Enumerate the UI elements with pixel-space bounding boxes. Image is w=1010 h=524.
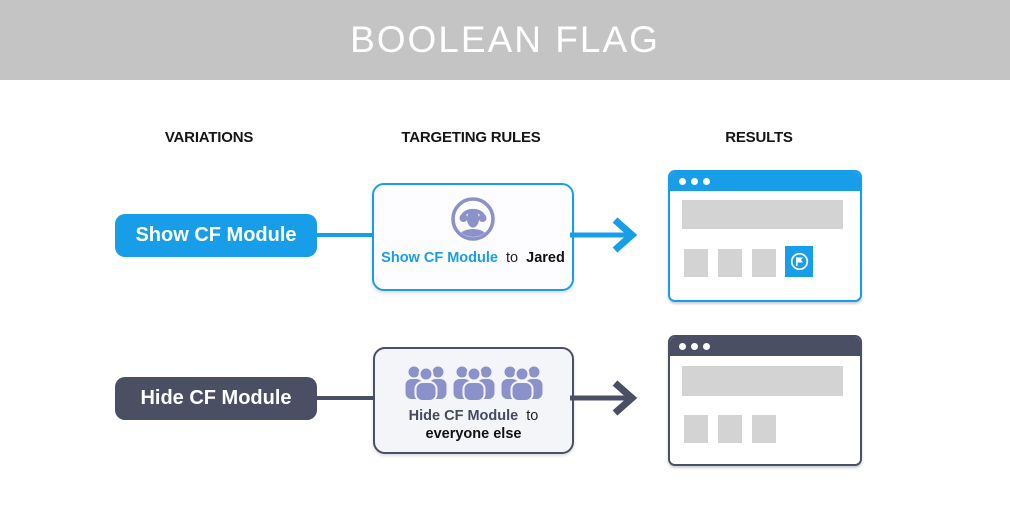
variation-pill-show: Show CF Module bbox=[115, 214, 317, 257]
user-circle-icon bbox=[451, 197, 495, 241]
window-dot-icon bbox=[691, 343, 698, 350]
content-placeholder-square bbox=[718, 249, 742, 277]
connector-line-hide bbox=[316, 396, 374, 400]
browser-window-hide-result bbox=[668, 335, 862, 466]
arrow-right-icon bbox=[570, 380, 638, 416]
cf-module-tile bbox=[785, 246, 813, 277]
connector-line-show bbox=[316, 233, 374, 237]
page-title: BOOLEAN FLAG bbox=[350, 19, 660, 60]
rule-connector-word: to bbox=[526, 408, 539, 424]
window-dot-icon bbox=[703, 343, 710, 350]
content-placeholder-square bbox=[684, 415, 708, 443]
column-header-variations: VARIATIONS bbox=[164, 129, 254, 146]
title-banner: BOOLEAN FLAG bbox=[0, 0, 1010, 80]
window-dot-icon bbox=[679, 178, 686, 185]
variation-pill-hide: Hide CF Module bbox=[115, 377, 317, 420]
content-placeholder-square bbox=[752, 249, 776, 277]
window-dot-icon bbox=[679, 343, 686, 350]
browser-titlebar bbox=[670, 172, 860, 191]
rule-audience: Jared bbox=[526, 250, 565, 266]
browser-body bbox=[670, 191, 860, 300]
browser-window-show-result bbox=[668, 170, 862, 302]
rule-flag-name: Show CF Module bbox=[381, 250, 498, 266]
targeting-rule-card-hide: Hide CF Module to everyone else bbox=[373, 347, 574, 454]
browser-body bbox=[670, 356, 860, 464]
flag-circle-icon bbox=[790, 252, 808, 271]
column-header-targeting-rules: TARGETING RULES bbox=[401, 129, 541, 146]
rule-flag-name: Hide CF Module bbox=[408, 408, 519, 424]
rule-text-show: Show CF Module to Jared bbox=[381, 249, 565, 267]
rule-audience: everyone else bbox=[425, 426, 522, 442]
browser-titlebar bbox=[670, 337, 860, 356]
rule-connector-word: to bbox=[506, 250, 519, 266]
arrow-right-icon bbox=[570, 217, 638, 253]
rule-text-hide: Hide CF Module to everyone else bbox=[409, 407, 539, 443]
content-placeholder-square bbox=[752, 415, 776, 443]
content-placeholder-square bbox=[684, 249, 708, 277]
column-header-results: RESULTS bbox=[725, 129, 793, 146]
content-placeholder-banner bbox=[682, 200, 843, 229]
window-dot-icon bbox=[691, 178, 698, 185]
crowd-icon bbox=[405, 366, 542, 401]
content-placeholder-square bbox=[718, 415, 742, 443]
window-dot-icon bbox=[703, 178, 710, 185]
targeting-rule-card-show: Show CF Module to Jared bbox=[372, 183, 574, 291]
content-placeholder-banner bbox=[682, 366, 843, 396]
